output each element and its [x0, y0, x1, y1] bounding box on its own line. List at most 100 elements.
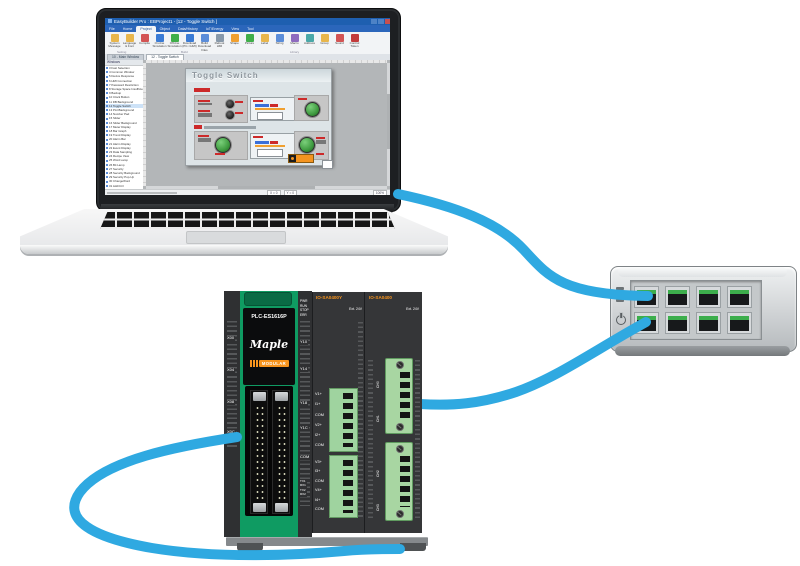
tree-item[interactable]: 21 Alarm Display [105, 142, 143, 146]
tree-item[interactable]: 15 Slider [105, 116, 143, 120]
tree-item[interactable]: 27 Security [105, 167, 143, 171]
tree-item[interactable]: 24 Recipe View [105, 154, 143, 158]
maximize-icon [378, 19, 384, 24]
window-controls[interactable] [370, 19, 390, 26]
tree-item[interactable]: 6 HMI Connection [105, 79, 143, 83]
ribbon-button[interactable]: Build Download Files [197, 33, 212, 52]
lamp-panel[interactable] [194, 131, 248, 160]
toggle-switch-widget[interactable] [225, 110, 235, 120]
tree-item[interactable]: 12 Toggle Switch [105, 103, 143, 109]
status-led [616, 293, 624, 296]
tree-item[interactable]: 25 Word Lamp [105, 158, 143, 162]
rj45-port [665, 286, 690, 308]
tree-item[interactable]: 11 DB Background [105, 100, 143, 104]
connector-pins [254, 403, 264, 501]
window-tab[interactable]: 12 - Toggle Switch [146, 54, 184, 60]
tree-item[interactable]: 16 Slider Background [105, 121, 143, 125]
pilot-lamp-widget[interactable] [215, 137, 231, 153]
ribbon-tab[interactable]: Tool [247, 26, 254, 31]
tree-item[interactable]: 22 Event Display [105, 146, 143, 150]
tree-item[interactable]: 29 Security Pop-Up [105, 175, 143, 179]
ribbon-button[interactable]: Label [257, 33, 272, 52]
plc-assembly: X00 X04 X08 X0C PLC-ES1616P Maple MODULA… [224, 291, 428, 553]
ribbon-button-icon [245, 34, 254, 42]
ribbon-button[interactable]: Address [302, 33, 317, 52]
toggle-panel[interactable] [194, 95, 248, 123]
tree-item[interactable]: 3 Fast Selection [105, 66, 143, 70]
tree-item[interactable]: 20 Alarm Bar [105, 137, 143, 141]
ribbon-button[interactable]: Reboot HMI [212, 33, 227, 52]
ribbon-button-label: Reboot HMI [214, 41, 225, 49]
tree-item[interactable]: 4 Common Window [105, 70, 143, 74]
tree-item[interactable]: 13 PLCBackground [105, 108, 143, 112]
ribbon-tab[interactable]: Object [159, 26, 170, 31]
pilot-lamp-widget[interactable] [299, 137, 315, 153]
ribbon-button[interactable]: Compile [137, 33, 152, 52]
address-panel[interactable] [250, 97, 296, 121]
function-key-widget[interactable] [288, 154, 314, 163]
ribbon-button[interactable]: Picture [242, 33, 257, 52]
connector-latch [252, 503, 266, 512]
tree-item[interactable]: 9 Backup [105, 91, 143, 95]
connector-screw [396, 510, 404, 518]
tree-item[interactable]: 14 Number Pad [105, 112, 143, 116]
ribbon-button[interactable]: Shape [227, 33, 242, 52]
tree-item[interactable]: 7 Password Restriction [105, 83, 143, 87]
pluggable-connector [385, 358, 413, 434]
maple-logo: Maple [249, 338, 289, 351]
ribbon-button[interactable]: Macro [287, 33, 302, 52]
tree-item[interactable]: 10 Clock Button [105, 95, 143, 99]
tree-item[interactable]: 30 ChangeWord [105, 179, 143, 183]
ribbon-button[interactable]: Sound [332, 33, 347, 52]
switch-top-face [618, 267, 787, 277]
ribbon-tab[interactable]: Data/History [177, 26, 198, 31]
ribbon-button[interactable]: System Message [107, 33, 122, 52]
modular-bars [250, 360, 252, 367]
ribbon-tab[interactable]: View [231, 26, 240, 31]
tree-item[interactable]: 8 Storage Space Insufficient [105, 87, 143, 91]
ribbon-button[interactable]: On-line Simulation [152, 33, 167, 52]
tree-item[interactable]: 23 Data Sampling [105, 150, 143, 154]
status-led [616, 299, 624, 302]
ribbon-tab[interactable]: IoT/Energy [205, 26, 224, 31]
ribbon-button[interactable]: Download (PC->HMI) [182, 33, 197, 52]
ribbon-button[interactable]: Language & Font [122, 33, 137, 52]
status-info-smudge [107, 191, 177, 195]
app-icon [108, 19, 112, 23]
terminal-label: I1+ [315, 402, 321, 407]
ribbon-tab[interactable]: Home [122, 26, 133, 31]
status-y: Y = 0 [283, 190, 298, 195]
pilot-lamp-widget[interactable] [305, 102, 320, 117]
tree-item[interactable]: 17 Meter Display [105, 125, 143, 129]
tree-item[interactable]: 28 Security Background [105, 171, 143, 175]
ribbon-tab[interactable]: Project [136, 25, 156, 32]
toggle-switch-widget[interactable] [225, 99, 235, 109]
ribbon-group-library: Library [290, 50, 300, 54]
laptop-hinge [101, 204, 394, 213]
ribbon-button[interactable]: String [272, 33, 287, 52]
ribbon-tab[interactable]: File [109, 26, 115, 31]
ribbon-button-label: On-line Simulation [152, 41, 167, 49]
tree-item[interactable]: 31 AddrCtrl [105, 184, 143, 188]
terminal-label: COM [315, 443, 324, 448]
window-tab[interactable]: 10 - Main Window [107, 54, 145, 60]
ribbon-button-icon [200, 34, 209, 42]
ribbon-button-label: Compile [138, 41, 150, 45]
tree-item[interactable]: 26 Bit Lamp [105, 163, 143, 167]
canvas-scrollbar-right[interactable] [387, 63, 390, 186]
lamp-panel[interactable] [294, 95, 329, 121]
design-window[interactable]: Toggle Switch [185, 68, 333, 169]
ribbon-button[interactable]: Control Token [347, 33, 362, 52]
mounting-foot [400, 543, 426, 551]
ribbon-button[interactable]: Off-line Simulation [167, 33, 182, 52]
ribbon-button[interactable]: Group [317, 33, 332, 52]
tree-item[interactable]: 18 Bar Graph [105, 129, 143, 133]
tree-item[interactable]: 32 KeypadCtrl [105, 188, 143, 189]
port-tab [699, 290, 718, 294]
tree-item[interactable]: 5 Device Response [105, 74, 143, 78]
tree-item[interactable]: 19 Trend Display [105, 133, 143, 137]
port-tab [637, 316, 656, 320]
canvas-scrollbar-bottom[interactable] [146, 186, 387, 189]
ribbon-button-icon [275, 34, 284, 42]
